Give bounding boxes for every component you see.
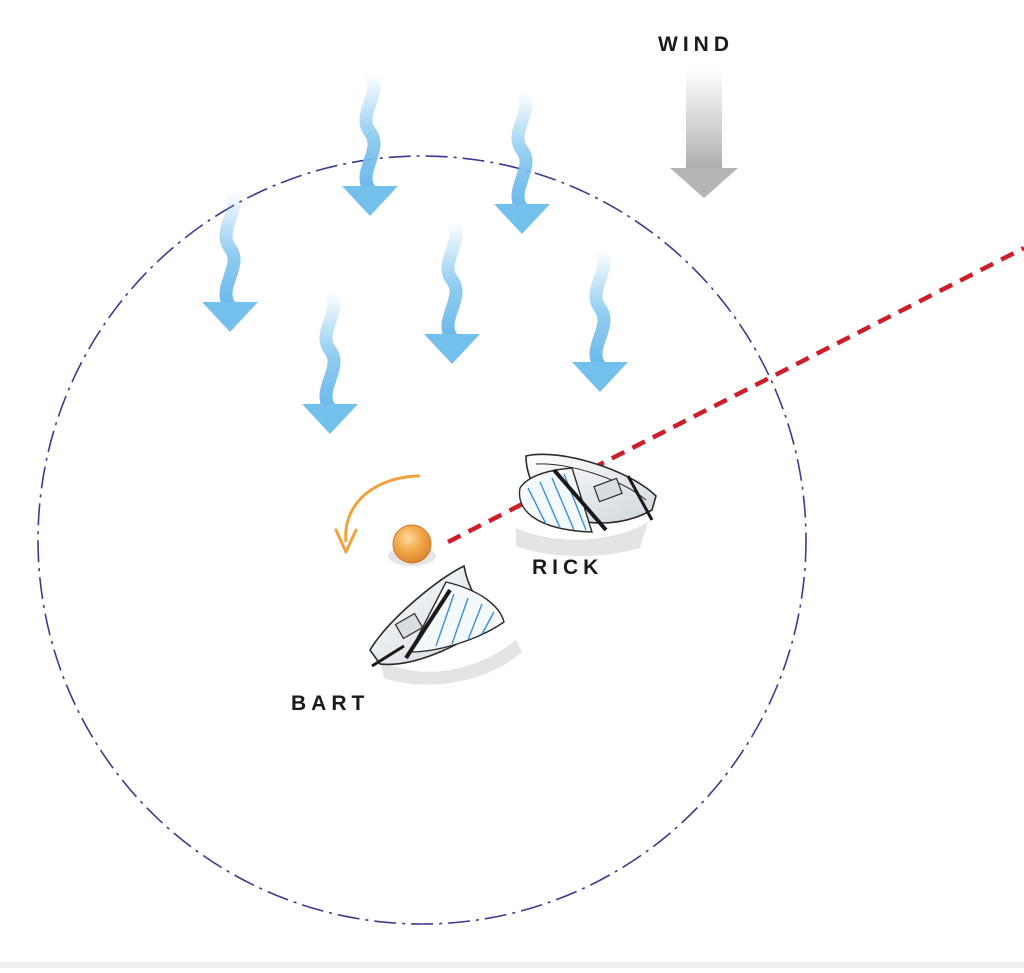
gust-arrow-icon <box>342 74 398 216</box>
counterclockwise-arrow-icon <box>334 474 421 554</box>
wind-arrow-icon <box>670 68 738 198</box>
wind-label: WIND <box>658 33 734 56</box>
bart-boat <box>369 564 522 685</box>
zone-circle <box>37 155 807 925</box>
bart-label: BART <box>291 692 369 715</box>
gust-arrow-icon <box>202 190 258 332</box>
gust-arrow-icon <box>302 292 358 434</box>
gust-arrow-icon <box>424 222 480 364</box>
bottom-strip <box>0 962 1024 968</box>
rick-label: RICK <box>532 556 603 579</box>
gust-arrow-icon <box>494 92 550 234</box>
gust-arrow-icon <box>572 250 628 392</box>
rick-boat <box>516 453 657 557</box>
mark-buoy-icon <box>392 524 432 564</box>
layline <box>446 245 1024 545</box>
